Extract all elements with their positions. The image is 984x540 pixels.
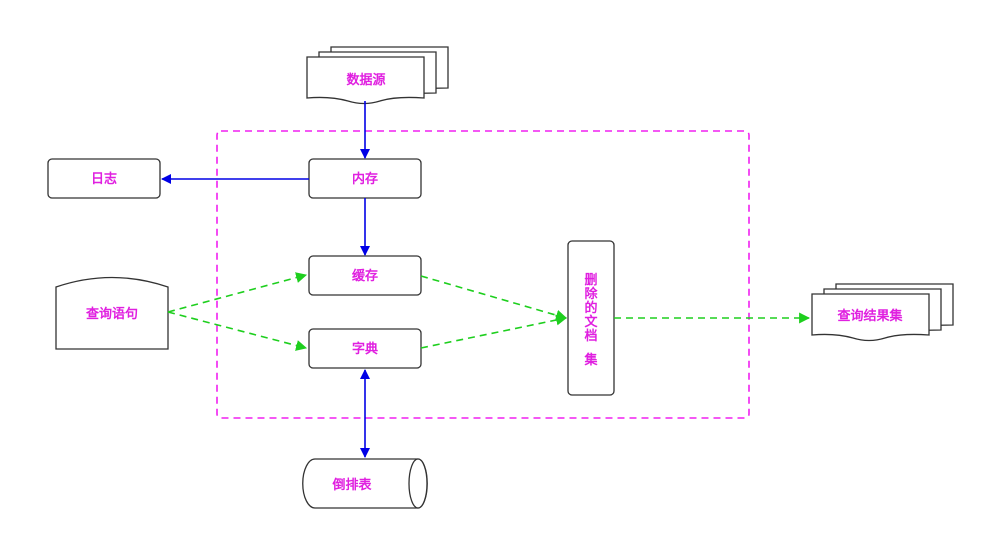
log-label: 日志 — [91, 171, 117, 187]
deleted-documents-char: 文 — [584, 314, 598, 330]
data-source-node[interactable]: 数据源 — [306, 46, 449, 105]
query-result-set-node[interactable]: 查询结果集 — [811, 283, 954, 342]
query-result-set-label: 查询结果集 — [836, 308, 903, 324]
deleted-documents-node[interactable]: 删 除 的 文 档 集 — [567, 240, 615, 396]
memory-label: 内存 — [352, 171, 378, 187]
cache-label: 缓存 — [352, 268, 378, 284]
arrow-dictionary-to-deleted — [420, 314, 568, 349]
arrow-query-to-cache — [167, 272, 308, 313]
inverted-index-label: 倒排表 — [331, 477, 372, 493]
dictionary-label: 字典 — [352, 341, 378, 357]
deleted-documents-char: 除 — [584, 286, 598, 302]
query-statement-node[interactable]: 查询语句 — [55, 276, 169, 350]
deleted-documents-char: 的 — [584, 300, 597, 316]
processing-container — [216, 130, 750, 419]
data-source-label: 数据源 — [346, 72, 385, 88]
memory-node[interactable]: 内存 — [308, 158, 422, 199]
query-statement-label: 查询语句 — [85, 306, 138, 322]
deleted-documents-char: 删 — [584, 272, 597, 288]
log-node[interactable]: 日志 — [47, 158, 161, 199]
dictionary-node[interactable]: 字典 — [308, 328, 422, 369]
arrow-query-to-dictionary — [167, 311, 308, 351]
arrow-cache-to-deleted — [420, 275, 568, 321]
inverted-index-node[interactable]: 倒排表 — [302, 458, 428, 509]
deleted-documents-char: 集 — [583, 352, 598, 368]
deleted-documents-char: 档 — [584, 328, 597, 344]
cache-node[interactable]: 缓存 — [308, 255, 422, 296]
